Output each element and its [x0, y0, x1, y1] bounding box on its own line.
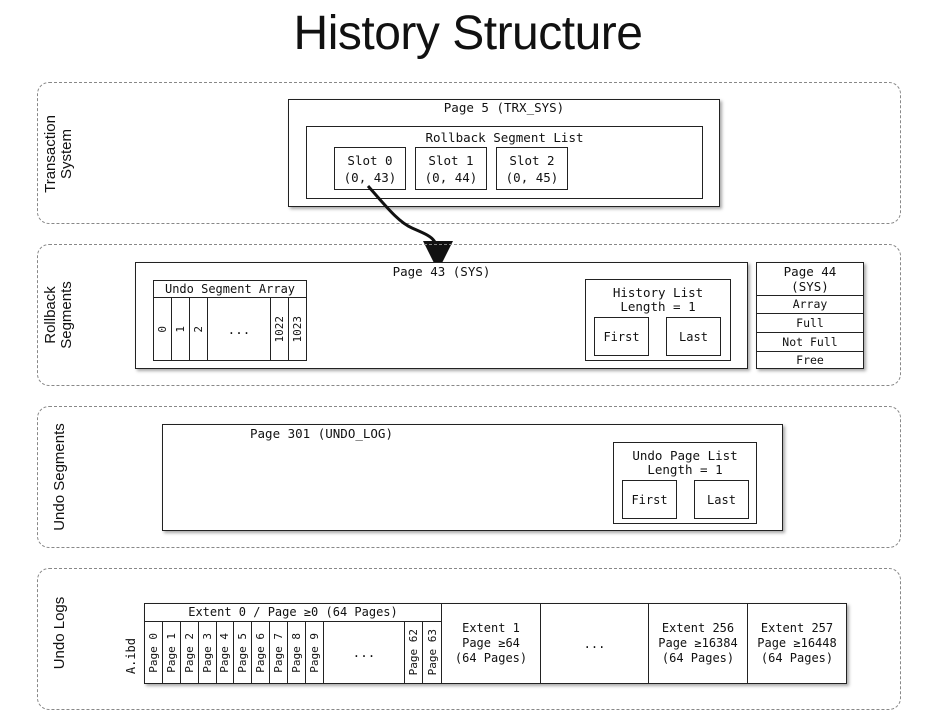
page-cell: Page 62 [405, 622, 424, 683]
page-301-label: Page 301 (UNDO_LOG) [250, 426, 393, 441]
undo-segment-cell: 1022 [271, 298, 290, 361]
history-list-first: First [594, 317, 649, 356]
page-cell: Page 3 [199, 622, 217, 683]
extent-256: Extent 256 Page ≥16384 (64 Pages) [649, 604, 748, 683]
page-43-label: Page 43 (SYS) [392, 264, 491, 279]
extent-0: Extent 0 / Page ≥0 (64 Pages) Page 0 Pag… [145, 604, 442, 683]
undo-page-list-box: Undo Page List Length = 1 First Last [613, 442, 757, 524]
page-cell-ellipsis: ... [324, 622, 406, 683]
slot-1: Slot 1 (0, 44) [415, 147, 487, 190]
section-rollback-segments [37, 244, 901, 386]
page-cell: Page 9 [306, 622, 324, 683]
page-cell: Page 4 [217, 622, 235, 683]
page-cell: Page 63 [425, 629, 439, 676]
undo-segment-array-label: Undo Segment Array [154, 281, 306, 298]
undo-segment-cell: 1 [172, 298, 190, 361]
diagram-title: History Structure [293, 7, 643, 60]
slot-2: Slot 2 (0, 45) [496, 147, 568, 190]
section-label-undo-segments: Undo Segments [51, 423, 68, 531]
section-label-rollback-segments: Rollback Segments [42, 281, 75, 349]
history-list-box: History List Length = 1 First Last [585, 279, 731, 361]
undo-segment-cell: 2 [190, 298, 208, 361]
tablespace-file-box: Extent 0 / Page ≥0 (64 Pages) Page 0 Pag… [144, 603, 847, 684]
page-cell: Page 8 [288, 622, 306, 683]
page-44-row: Array [757, 296, 863, 314]
undo-segment-cell: 0 [154, 298, 172, 361]
page-cell: Page 2 [181, 622, 199, 683]
page-cell: Page 6 [252, 622, 271, 683]
page-44-row: Full [757, 314, 863, 333]
trx-sys-page-box: Page 5 (TRX_SYS) Rollback Segment List S… [288, 99, 720, 207]
page-44-row: Not Full [757, 333, 863, 352]
page-44-box: Page 44 (SYS) Array Full Not Full Free [756, 262, 864, 369]
trx-sys-page-label: Page 5 (TRX_SYS) [443, 100, 565, 115]
extent-1: Extent 1 Page ≥64 (64 Pages) [442, 604, 541, 683]
section-label-undo-logs: Undo Logs [51, 596, 68, 670]
rollback-segment-list-label: Rollback Segment List [425, 130, 584, 145]
extent-257: Extent 257 Page ≥16448 (64 Pages) [757, 621, 837, 665]
page-301-box: Page 301 (UNDO_LOG) Undo Page List Lengt… [162, 424, 783, 531]
page-cell: Page 0 [145, 622, 163, 683]
history-list-last: Last [666, 317, 721, 356]
page-43-box: Page 43 (SYS) Undo Segment Array 0 1 2 .… [135, 262, 748, 369]
extent-ellipsis: ... [541, 604, 649, 683]
undo-segment-array: Undo Segment Array 0 1 2 ... 1022 1023 [153, 280, 307, 361]
undo-segment-array-cells: 0 1 2 ... 1022 1023 [154, 298, 306, 361]
undo-segment-cell: 1023 [291, 316, 305, 343]
extent-0-pages: Page 0 Page 1 Page 2 Page 3 Page 4 Page … [145, 622, 441, 683]
section-undo-logs [37, 568, 901, 710]
page-cell: Page 7 [270, 622, 288, 683]
undo-page-list-first: First [622, 480, 677, 519]
section-transaction-system [37, 82, 901, 224]
page-44-row: Free [796, 353, 824, 367]
section-undo-segments [37, 406, 901, 548]
undo-page-list-last: Last [694, 480, 749, 519]
extent-0-label: Extent 0 / Page ≥0 (64 Pages) [145, 604, 441, 622]
rollback-segment-list-box: Rollback Segment List Slot 0 (0, 43) Slo… [306, 126, 703, 199]
page-cell: Page 1 [163, 622, 181, 683]
file-label-a-ibd: A.ibd [124, 637, 138, 675]
undo-segment-cell: ... [208, 298, 272, 361]
page-cell: Page 5 [234, 622, 253, 683]
